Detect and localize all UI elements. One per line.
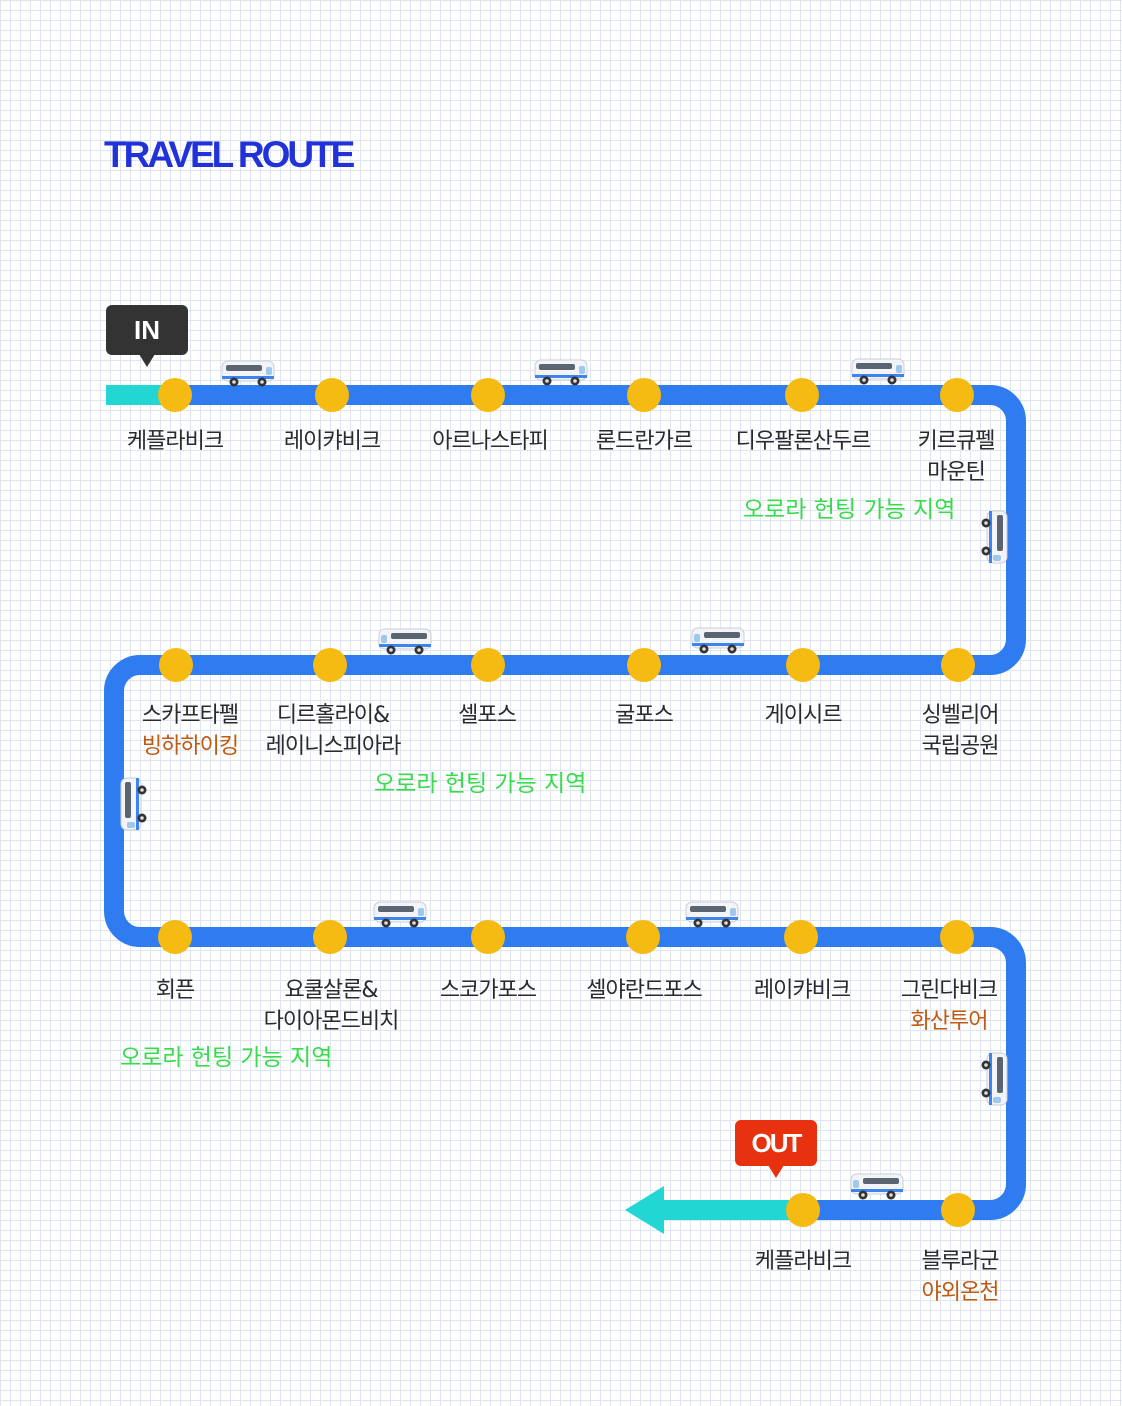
start-marker: IN xyxy=(106,305,188,367)
stop-dot xyxy=(784,920,818,954)
van-icon xyxy=(691,627,745,654)
stop-dot xyxy=(940,920,974,954)
stop-label: 요쿨살론&다이아몬드비치 xyxy=(263,978,400,1034)
stop-dot xyxy=(626,920,660,954)
van-icon xyxy=(378,628,432,655)
stop-dot xyxy=(158,378,192,412)
stop-dot xyxy=(941,1193,975,1227)
stop-label: 게이시르 xyxy=(764,703,843,728)
stop-dot xyxy=(313,648,347,682)
stop-label: 레이캬비크 xyxy=(283,429,381,454)
stop-label: 아르나스타피 xyxy=(432,429,548,454)
stop-dot xyxy=(158,920,192,954)
stop-label: 굴포스 xyxy=(615,703,674,728)
stop-label: 론드란가르 xyxy=(595,429,693,454)
stop-dot xyxy=(941,648,975,682)
activity-label: 빙하하이킹 xyxy=(141,734,239,759)
stop-dot xyxy=(471,920,505,954)
route-line xyxy=(104,385,1026,1220)
van-icon xyxy=(120,777,147,831)
van-icon xyxy=(534,359,588,386)
stop-dot xyxy=(471,648,505,682)
stop-label: 디우팔론산두르 xyxy=(735,429,872,454)
stop-label: 디르홀라이&레이니스피아라 xyxy=(265,703,402,759)
stop-dot xyxy=(786,1193,820,1227)
aurora-zone-label: 오로라 헌팅 가능 지역 xyxy=(120,1045,333,1071)
van-icon xyxy=(981,510,1008,564)
stop-dot xyxy=(786,648,820,682)
stop-dot xyxy=(940,378,974,412)
van-icon xyxy=(850,1173,904,1200)
stop-dot xyxy=(159,648,193,682)
van-icon xyxy=(685,901,739,928)
stop-dot xyxy=(627,648,661,682)
stop-dot xyxy=(315,378,349,412)
aurora-zone-label: 오로라 헌팅 가능 지역 xyxy=(374,771,587,797)
stop-label: 케플라비크 xyxy=(754,1249,852,1274)
aurora-zone-label: 오로라 헌팅 가능 지역 xyxy=(743,497,956,523)
stop-label: 회픈 xyxy=(155,978,195,1003)
activity-label: 야외온천 xyxy=(921,1280,1000,1305)
van-icon xyxy=(981,1052,1008,1106)
stop-label: 레이캬비크 xyxy=(753,978,851,1003)
stop-label: 케플라비크 xyxy=(126,429,224,454)
van-icon xyxy=(221,360,275,387)
van-icon xyxy=(373,901,427,928)
stop-dot xyxy=(627,378,661,412)
end-marker: OUT xyxy=(735,1120,817,1178)
page-title: TRAVEL ROUTE xyxy=(104,134,355,175)
activity-label: 화산투어 xyxy=(910,1009,989,1034)
stop-label: 셀포스 xyxy=(458,703,517,728)
stop-label: 스코가포스 xyxy=(439,978,537,1003)
stop-dot xyxy=(785,378,819,412)
stop-dot xyxy=(313,920,347,954)
stop-label: 셀야란드포스 xyxy=(586,978,702,1003)
stop-dot xyxy=(471,378,505,412)
arrow-left-icon xyxy=(625,1186,664,1234)
van-icon xyxy=(851,358,905,385)
